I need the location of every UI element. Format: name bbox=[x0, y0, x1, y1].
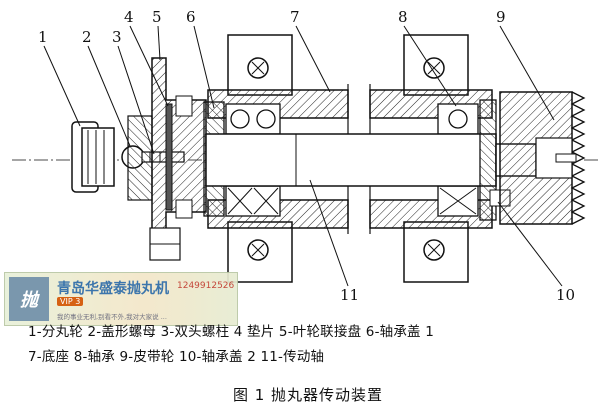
callout-3: 3 bbox=[112, 28, 122, 46]
belt-pulley bbox=[499, 91, 586, 225]
callout-4: 4 bbox=[124, 8, 134, 26]
leader-lines bbox=[43, 25, 563, 287]
figure-caption: 图 1 抛丸器传动装置 bbox=[232, 386, 384, 404]
callout-5: 5 bbox=[152, 8, 162, 26]
legend-line-2: 7-底座 8-轴承 9-皮带轮 10-轴承盖 2 11-传动轴 bbox=[28, 349, 325, 365]
callout-6: 6 bbox=[186, 8, 196, 26]
bearings bbox=[225, 103, 479, 217]
watermark-banner: 抛 青岛华盛泰抛丸机 1249912526 VIP 3 我的事业无利,别看不外,… bbox=[4, 272, 238, 326]
callout-10: 10 bbox=[556, 286, 575, 300]
transmission-cross-section-diagram: 1 2 3 4 5 6 7 8 9 11 10 bbox=[12, 8, 600, 300]
distributor-wheel bbox=[71, 121, 115, 193]
callout-2: 2 bbox=[82, 28, 92, 46]
callout-8: 8 bbox=[398, 8, 408, 26]
callout-11: 11 bbox=[340, 286, 359, 300]
watermark-vip-badge: VIP 3 bbox=[57, 297, 84, 306]
callout-1: 1 bbox=[38, 28, 48, 46]
legend-line-1: 1-分丸轮 2-盖形螺母 3-双头螺柱 4 垫片 5-叶轮联接盘 6-轴承盖 1 bbox=[28, 324, 435, 340]
callout-9: 9 bbox=[496, 8, 506, 26]
gasket bbox=[165, 103, 173, 211]
callout-numbers: 1 2 3 4 5 6 7 8 9 11 10 bbox=[38, 8, 575, 300]
watermark-logo-icon: 抛 bbox=[9, 277, 49, 321]
callout-7: 7 bbox=[290, 8, 300, 26]
watermark-subtext: 我的事业无利,别看不外,我对大家说 ... bbox=[57, 313, 167, 321]
watermark-phone: 1249912526 bbox=[177, 281, 235, 291]
watermark-company-name: 青岛华盛泰抛丸机 bbox=[57, 281, 169, 297]
